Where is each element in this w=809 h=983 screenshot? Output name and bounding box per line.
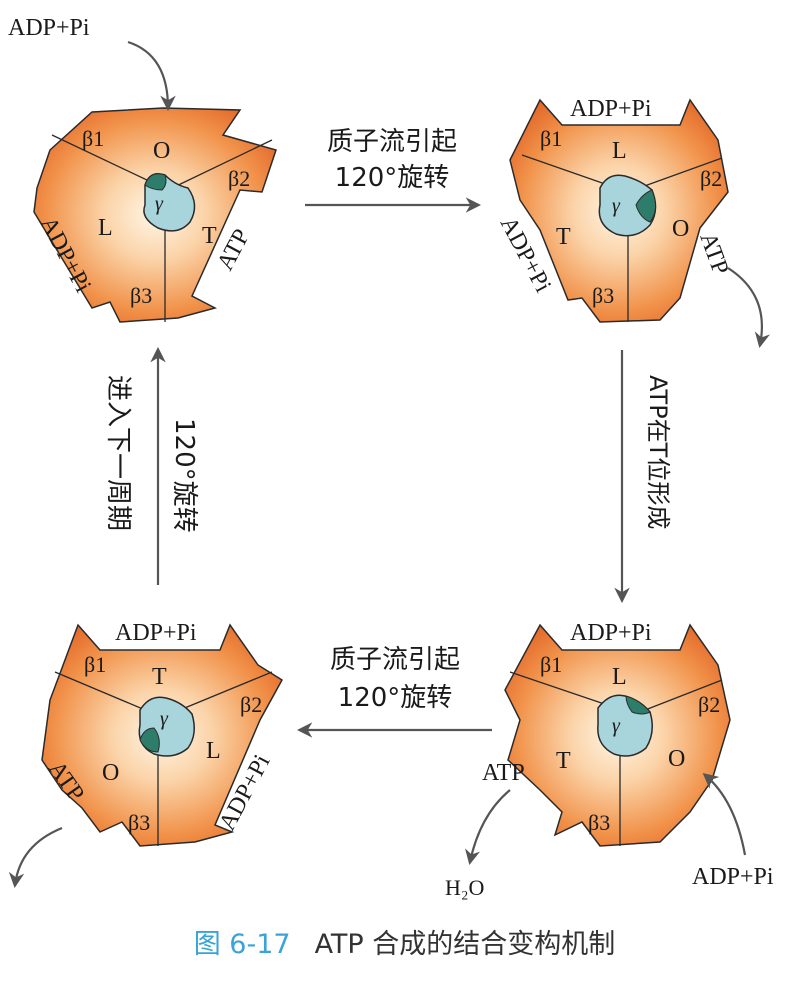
beta-3-label: β3 — [592, 283, 614, 308]
division-line — [174, 671, 273, 713]
top-label-adp: ADP+Pi — [570, 620, 652, 646]
gamma-label: γ — [160, 708, 169, 730]
unit-bottom-right: γ β1 β2 β3 L O T ADP+Pi ATP — [482, 620, 731, 847]
transition-top-line-2: 120°旋转 — [335, 163, 450, 193]
unit-top-left: γ β1 β2 β3 O T L ADP+Pi ATP — [33, 107, 277, 323]
division-line — [54, 671, 151, 713]
site-state-o: O — [668, 746, 685, 772]
site-state-t: T — [202, 223, 217, 249]
site-state-t: T — [556, 224, 571, 250]
transition-bottom-line-1: 质子流引起 — [330, 645, 460, 675]
gamma-label: γ — [612, 195, 621, 217]
beta-3-label: β3 — [128, 810, 150, 835]
beta-2-label: β2 — [698, 692, 720, 717]
figure-number: 图 6-17 — [193, 929, 291, 960]
transition-left-outer-label: 进入下一周期 — [103, 375, 133, 531]
atp-release-arrow — [727, 267, 770, 349]
beta-1-label: β1 — [84, 652, 106, 677]
beta-3-label: β3 — [588, 810, 610, 835]
division-line — [639, 679, 723, 713]
side-label-atp: ATP — [482, 760, 525, 786]
atp-hydrolysis-arrow — [465, 789, 511, 866]
site-state-o: O — [102, 760, 119, 786]
gamma-label: γ — [155, 193, 164, 215]
gamma-dark-patch — [625, 695, 651, 715]
unit-top-right: γ β1 β2 β3 L O T ADP+Pi ADP+Pi ATP — [495, 96, 733, 323]
beta-2-label: β2 — [228, 166, 250, 191]
beta-2-label: β2 — [700, 166, 722, 191]
site-state-o: O — [672, 216, 689, 242]
atp-release-arrow — [8, 826, 63, 889]
figure-title: ATP 合成的结合变构机制 — [314, 929, 616, 960]
site-state-o: O — [153, 138, 170, 164]
gamma-dark-patch — [139, 727, 160, 753]
site-state-l: L — [206, 738, 221, 764]
transition-top-line-1: 质子流引起 — [327, 127, 457, 157]
site-state-l: L — [98, 215, 113, 241]
division-line — [167, 139, 273, 191]
substrate-binding-arrow — [127, 40, 176, 112]
gamma-dark-patch — [635, 189, 656, 223]
figure-caption: 图 6-17 ATP 合成的结合变构机制 — [0, 922, 809, 961]
transition-right-label: ATP在T位形成 — [644, 375, 672, 529]
site-state-t: T — [152, 664, 167, 690]
substrate-binding-arrow — [702, 773, 747, 856]
unit-bottom-left: γ β1 β2 β3 T L O ADP+Pi ADP+Pi ATP — [41, 620, 283, 847]
gamma-label: γ — [612, 715, 621, 737]
top-label-adp: ADP+Pi — [570, 96, 652, 122]
beta-1-label: β1 — [540, 126, 562, 151]
beta-3-label: β3 — [130, 283, 152, 308]
side-label-atp: ATP — [694, 229, 733, 278]
site-state-l: L — [612, 664, 627, 690]
beta-1-label: β1 — [540, 652, 562, 677]
beta-1-label: β1 — [82, 126, 104, 151]
beta-2-label: β2 — [240, 692, 262, 717]
adp-pi-input-label: ADP+Pi — [8, 15, 90, 41]
transition-bottom-line-2: 120°旋转 — [338, 683, 453, 713]
site-state-l: L — [612, 138, 627, 164]
adp-pi-input-label: ADP+Pi — [692, 864, 774, 890]
transition-left-inner-label: 120°旋转 — [169, 418, 199, 533]
h2o-label: H₂O — [445, 875, 484, 900]
gamma-dark-patch — [144, 173, 167, 191]
site-state-t: T — [556, 748, 571, 774]
top-label-adp: ADP+Pi — [115, 620, 197, 646]
